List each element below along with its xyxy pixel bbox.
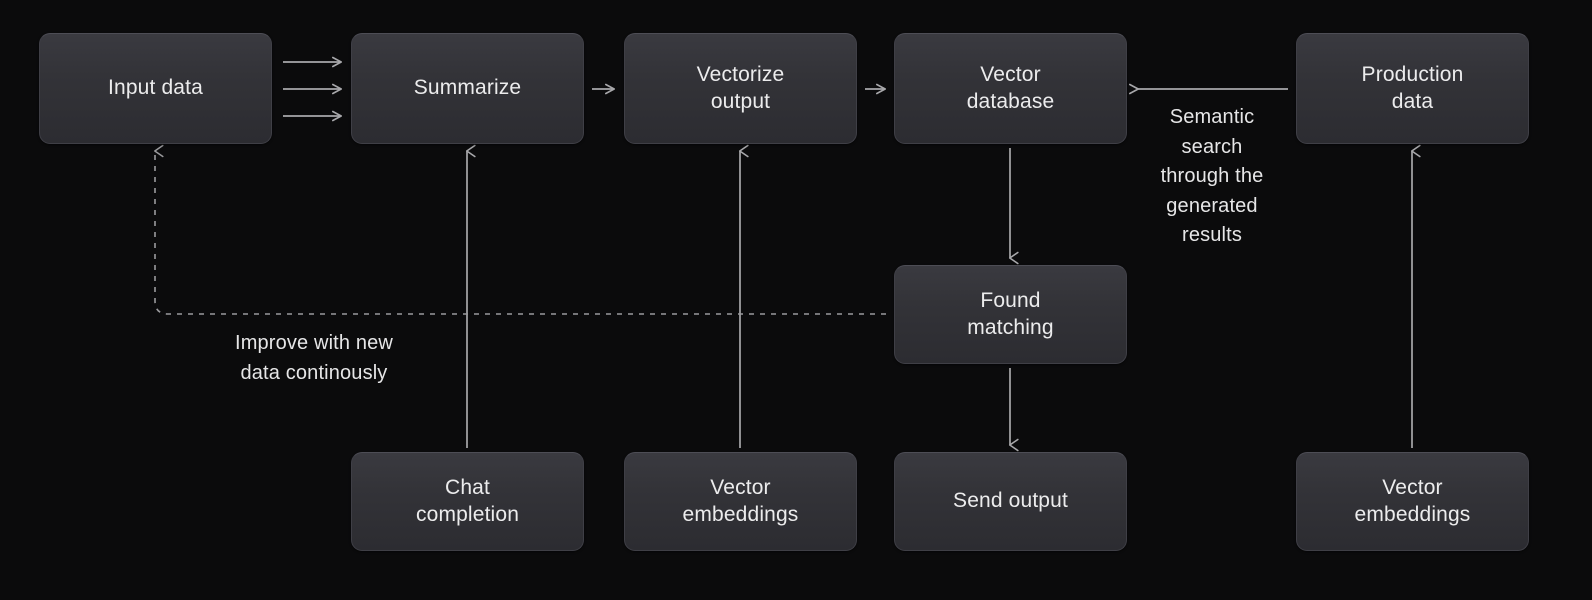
improve-with-new-data-label: Improve with new data continously [234, 332, 393, 384]
node-chat-completion[interactable]: Chat completion [351, 452, 584, 551]
node-vector-database[interactable]: Vector database [894, 33, 1127, 144]
node-production-data[interactable]: Production data [1296, 33, 1529, 144]
node-vector-embeddings-2[interactable]: Vector embeddings [1296, 452, 1529, 551]
node-found-matching[interactable]: Found matching [894, 265, 1127, 364]
semantic-search-label: Semantic search through the generated re… [1160, 106, 1264, 247]
node-vectorize-output[interactable]: Vectorize output [624, 33, 857, 144]
node-send-output[interactable]: Send output [894, 452, 1127, 551]
node-summarize[interactable]: Summarize [351, 33, 584, 144]
node-input-data[interactable]: Input data [39, 33, 272, 144]
edge-found-matching-to-input-data [154, 144, 886, 315]
node-vector-embeddings-1[interactable]: Vector embeddings [624, 452, 857, 551]
